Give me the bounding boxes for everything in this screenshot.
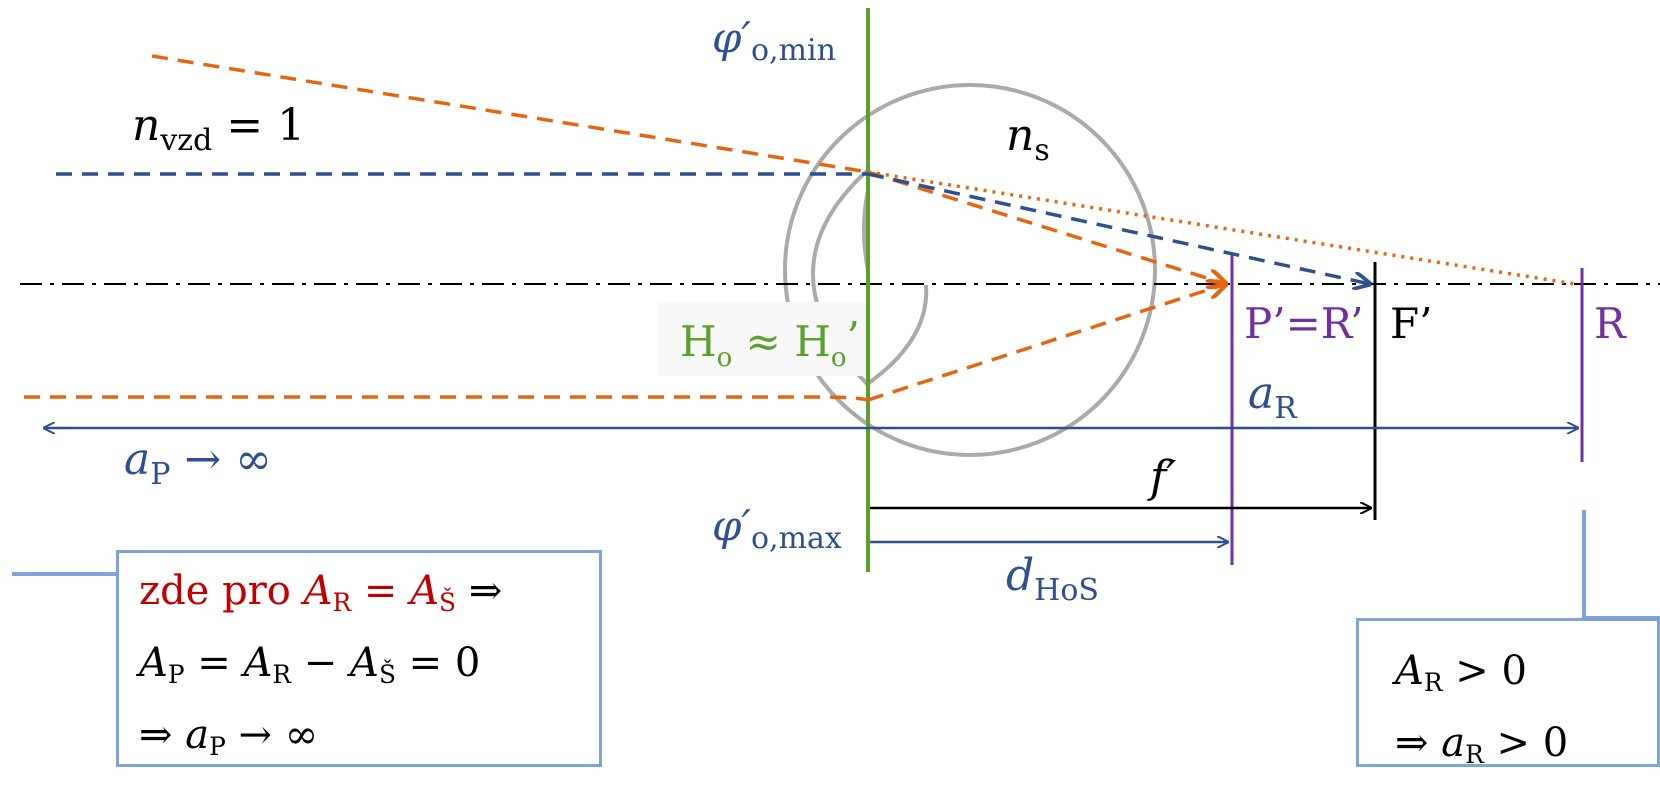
ray-extension-dotted bbox=[867, 170, 1576, 286]
n-s-label: ns bbox=[1006, 110, 1050, 168]
ray-navy-refracted bbox=[867, 172, 1370, 284]
focal-point-label: F’ bbox=[1390, 299, 1433, 348]
eye-optics-diagram: φ′o,min φ′o,max nvzd = 1 ns Ho ≈ Ho’ P’=… bbox=[12, 8, 1660, 769]
left-box-line-2: AP = AR − AŠ = 0 bbox=[139, 639, 481, 689]
diagram-canvas: φ′o,min φ′o,max nvzd = 1 ns Ho ≈ Ho’ P’=… bbox=[12, 8, 1660, 620]
left-box-line-3: ⇒ aP → ∞ bbox=[139, 711, 319, 761]
far-point-label: R bbox=[1594, 299, 1627, 348]
eye-globe bbox=[783, 83, 1157, 457]
d-hos-label: dHoS bbox=[1006, 550, 1099, 608]
n-air-label: nvzd = 1 bbox=[132, 100, 305, 158]
principal-label: Ho ≈ Ho’ bbox=[680, 313, 860, 373]
a-p-label: aP → ∞ bbox=[124, 434, 272, 492]
principal-label-bg bbox=[658, 302, 866, 376]
left-box-line-1: zde pro AR = AŠ ⇒ bbox=[139, 568, 503, 617]
ray-lower-refracted bbox=[867, 284, 1226, 402]
ray-upper-refracted bbox=[867, 170, 1226, 284]
phi-min-label: φ′o,min bbox=[712, 13, 836, 68]
phi-max-label: φ′o,max bbox=[712, 501, 842, 556]
a-r-label: aR bbox=[1248, 368, 1298, 426]
lens-curve bbox=[864, 284, 929, 387]
ray-lower-incoming bbox=[24, 395, 869, 402]
ray-upper-incoming bbox=[151, 54, 869, 174]
right-formula-box: AR > 0 ⇒ aR > 0 bbox=[1356, 618, 1660, 769]
p-r-image-label: P’=R’ bbox=[1244, 299, 1363, 348]
right-box-line-2: ⇒ aR > 0 bbox=[1395, 719, 1569, 769]
f-prime-label: f′ bbox=[1147, 452, 1176, 503]
right-box-line-1: AR > 0 bbox=[1395, 648, 1527, 697]
left-formula-box: zde pro AR = AŠ ⇒ AP = AR − AŠ = 0 ⇒ aP … bbox=[116, 550, 602, 767]
